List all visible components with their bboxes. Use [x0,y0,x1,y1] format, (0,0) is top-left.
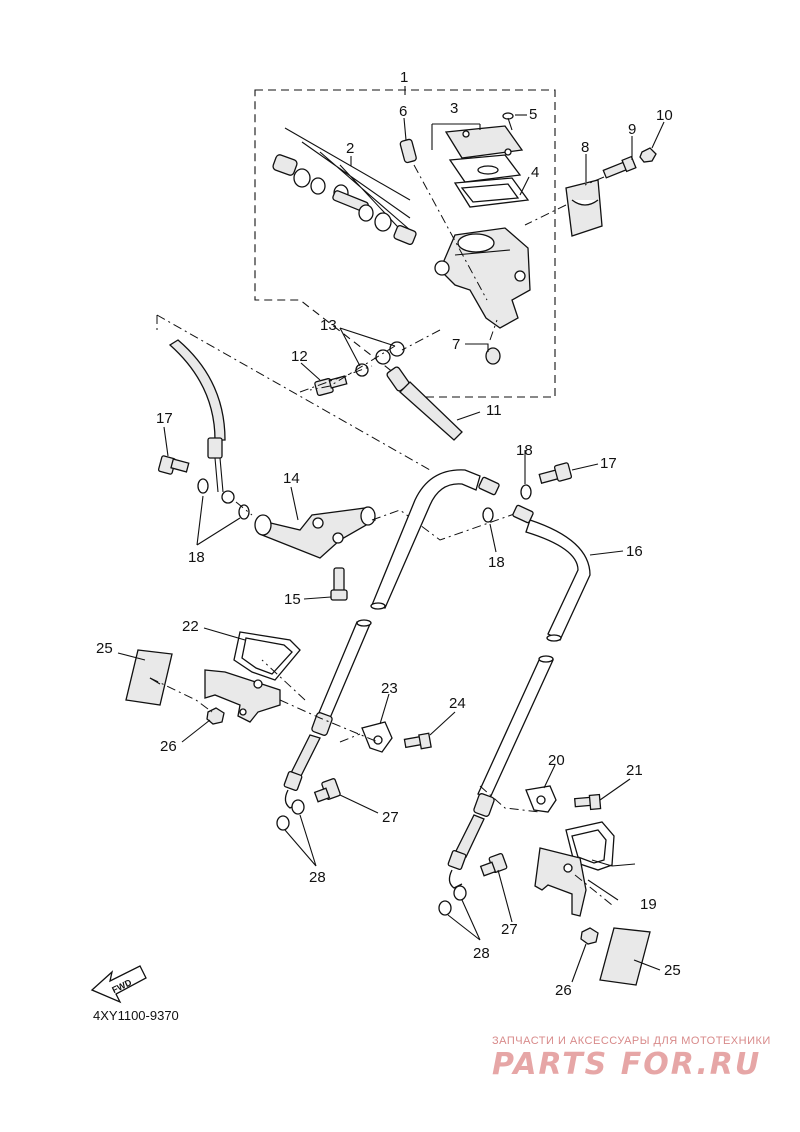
diaphragm [453,177,530,208]
center-line-lower [149,659,613,906]
bleed-cap [485,319,501,365]
brake-hose-left [168,339,235,504]
clamp-bolt-right [573,793,602,811]
hose-guide-left [233,631,301,681]
reflector-pad-left [125,649,173,706]
callout-15: 15 [284,591,301,608]
callout-13: 13 [320,317,337,334]
holder-nut [639,147,657,163]
hose-clamp-left [361,721,393,753]
brake-hose-upper [375,349,463,441]
callout-24: 24 [449,695,466,712]
callout-19: 19 [640,896,657,913]
union-bolt-left [157,455,190,475]
joint-bolt [330,567,348,601]
callout-2: 2 [346,140,354,157]
callout-23: 23 [381,680,398,697]
bracket-right [534,847,587,917]
center-line-upper [156,314,441,471]
fwd-arrow-icon: FWD [90,965,147,1004]
bracket-left [204,669,281,723]
callout-27-left: 27 [382,809,399,826]
brake-hose-front-right [447,655,554,889]
caliper-washers-left [276,799,305,831]
callout-25-right: 25 [664,962,681,979]
reservoir-cap [444,125,524,183]
callout-22: 22 [182,618,199,635]
master-cylinder-body [434,227,531,329]
brake-hose-front-left [283,619,372,809]
pad-nut-right [580,927,599,945]
union-bolt-right [538,462,573,484]
center-line-middle [235,501,521,541]
cap-screw [502,112,514,131]
callout-6: 6 [399,103,407,120]
callout-labels: 1 2 3 4 5 6 7 8 9 10 11 12 13 14 15 16 1… [96,69,681,999]
callout-28-right: 28 [473,945,490,962]
callout-26-right: 26 [555,982,572,999]
callout-1: 1 [400,69,408,86]
watermark-logo: PARTS FOR.RU [492,1047,762,1082]
callout-10: 10 [656,107,673,124]
pad-nut-left [206,707,225,725]
callout-8: 8 [581,139,589,156]
brake-pipe-main [370,469,591,642]
drawing-code: 4XY1100-9370 [93,1008,179,1023]
assembly-boundary [254,89,556,398]
callout-17-right: 17 [600,455,617,472]
callout-20: 20 [548,752,565,769]
callout-26-left: 26 [160,738,177,755]
holder-bolt [584,155,637,186]
reflector-pad-right [599,927,651,986]
copper-washers-left [197,478,250,520]
callout-12: 12 [291,348,308,365]
clamp-bolt-left [403,732,432,750]
callout-7: 7 [452,336,460,353]
callout-18-left: 18 [188,549,205,566]
watermark-subtitle: ЗАПЧАСТИ И АКСЕССУАРЫ ДЛЯ МОТОТЕХНИКИ [492,1035,771,1047]
callout-5: 5 [529,106,537,123]
callout-18-center: 18 [488,554,505,571]
callout-17-left: 17 [156,410,173,427]
callout-14: 14 [283,470,300,487]
mc-holder [524,179,603,237]
copper-washers-right [482,484,532,523]
piston-kit [272,127,417,245]
callout-21: 21 [626,762,643,779]
callout-4: 4 [531,164,539,181]
callout-16: 16 [626,543,643,560]
three-way-joint [254,506,376,559]
callout-11: 11 [486,402,502,419]
hose-clamp-right [525,785,557,813]
callout-27-right: 27 [501,921,518,938]
callout-18-top: 18 [516,442,533,459]
bleed-screw [399,138,488,301]
callout-3: 3 [450,100,458,117]
callout-25-left: 25 [96,640,113,657]
caliper-bolt-right [479,853,508,877]
callout-28-left: 28 [309,869,326,886]
callout-9: 9 [628,121,636,138]
leader-lines [117,86,665,983]
caliper-bolt-left [313,778,341,803]
caliper-washers-right [438,885,467,916]
